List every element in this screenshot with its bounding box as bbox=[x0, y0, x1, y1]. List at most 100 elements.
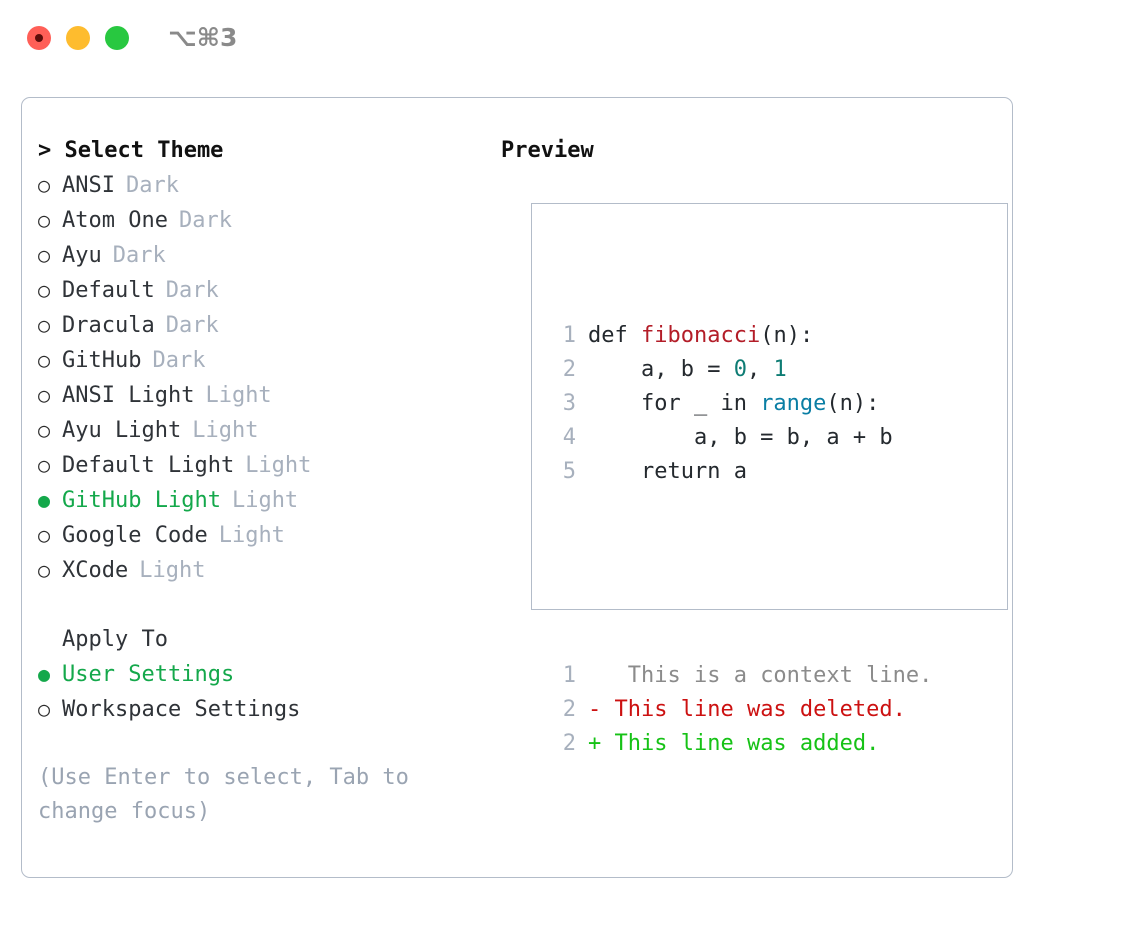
radio-unselected-icon[interactable]: ○ bbox=[38, 418, 51, 442]
preview-column: Preview 1 def fibonacci(n): 2 a, b = 0, 1 3… bbox=[501, 134, 1008, 756]
apply-to-item-workspace-settings[interactable]: ○ Workspace Settings bbox=[38, 692, 488, 727]
code-line: 4 a, b = b, a + b bbox=[548, 421, 932, 455]
code-line-number: 1 bbox=[562, 323, 576, 348]
code-line-number: 5 bbox=[562, 459, 576, 484]
apply-to-item-user-settings[interactable]: ●User Settings bbox=[38, 657, 488, 692]
code-line-content: def fibonacci(n): bbox=[588, 319, 813, 353]
theme-item-xcode[interactable]: ○ XCode Light bbox=[38, 553, 488, 588]
code-token-plain: , bbox=[746, 357, 774, 382]
diff-line-text: This is a context line. bbox=[601, 663, 933, 688]
diff-sign: - bbox=[588, 697, 602, 722]
radio-unselected-icon[interactable]: ○ bbox=[38, 558, 51, 582]
theme-item-github[interactable]: ○ GitHub Dark bbox=[38, 343, 488, 378]
code-token-plain: return a bbox=[588, 459, 747, 484]
radio-unselected-icon[interactable]: ○ bbox=[38, 523, 51, 547]
traffic-lights bbox=[27, 26, 129, 50]
diff-sign: + bbox=[588, 731, 602, 756]
diff-line-ctx: 1 This is a context line. bbox=[548, 659, 933, 693]
theme-item-default[interactable]: ○ Default Dark bbox=[38, 273, 488, 308]
preview-heading: Preview bbox=[501, 138, 594, 163]
apply-to-heading-label: Apply To bbox=[62, 627, 168, 652]
maximize-button[interactable] bbox=[105, 26, 129, 50]
apply-to-item-label: Workspace Settings bbox=[62, 697, 301, 722]
theme-item-label: Default bbox=[62, 278, 155, 303]
theme-item-label: XCode bbox=[62, 558, 129, 583]
code-token-plain: for _ in bbox=[588, 391, 761, 416]
select-theme-heading: > Select Theme bbox=[38, 138, 224, 163]
theme-item-label: Ayu bbox=[62, 243, 102, 268]
keyboard-hint-text: (Use Enter to select, Tab to change focu… bbox=[38, 765, 409, 824]
theme-variant-badge: Dark bbox=[125, 173, 179, 198]
code-line-content: a, b = 0, 1 bbox=[588, 353, 787, 387]
diff-line-number: 2 bbox=[562, 697, 576, 722]
radio-selected-icon[interactable]: ● bbox=[38, 488, 51, 512]
theme-variant-badge: Dark bbox=[178, 208, 232, 233]
theme-variant-badge: Dark bbox=[152, 348, 206, 373]
code-token-num: 1 bbox=[773, 357, 787, 382]
code-diff-separator bbox=[548, 557, 932, 591]
theme-item-label: Atom One bbox=[62, 208, 168, 233]
radio-unselected-icon[interactable]: ○ bbox=[38, 313, 51, 337]
theme-item-label: ANSI Light bbox=[62, 383, 195, 408]
radio-unselected-icon[interactable]: ○ bbox=[38, 453, 51, 477]
radio-unselected-icon[interactable]: ○ bbox=[38, 243, 51, 267]
diff-sample: 1 This is a context line.2- This line wa… bbox=[548, 659, 933, 761]
theme-item-label: ANSI bbox=[62, 173, 115, 198]
theme-variant-badge: Dark bbox=[165, 313, 219, 338]
theme-variant-badge: Light bbox=[192, 418, 259, 443]
diff-sign bbox=[588, 659, 601, 693]
theme-variant-badge: Light bbox=[139, 558, 206, 583]
radio-unselected-icon[interactable]: ○ bbox=[38, 173, 51, 197]
code-token-num: 0 bbox=[733, 357, 747, 382]
theme-item-label: Google Code bbox=[62, 523, 208, 548]
radio-unselected-icon[interactable]: ○ bbox=[38, 697, 51, 721]
theme-variant-badge: Light bbox=[245, 453, 312, 478]
theme-variant-badge: Dark bbox=[112, 243, 166, 268]
diff-line-number: 2 bbox=[562, 731, 576, 756]
keyboard-shortcut-label: ⌥⌘3 bbox=[168, 23, 238, 52]
apply-to-heading-spacer: ○ bbox=[38, 622, 62, 656]
minimize-button[interactable] bbox=[66, 26, 90, 50]
radio-unselected-icon[interactable]: ○ bbox=[38, 208, 51, 232]
theme-item-ansi[interactable]: ○ ANSI Dark bbox=[38, 168, 488, 203]
theme-item-ayu[interactable]: ○ Ayu Dark bbox=[38, 238, 488, 273]
code-token-call: range bbox=[760, 391, 827, 416]
radio-unselected-icon[interactable]: ○ bbox=[38, 383, 51, 407]
diff-line-text: This line was added. bbox=[601, 731, 880, 756]
radio-unselected-icon[interactable]: ○ bbox=[38, 278, 51, 302]
diff-line-number: 1 bbox=[562, 663, 576, 688]
theme-item-ayu-light[interactable]: ○ Ayu Light Light bbox=[38, 413, 488, 448]
theme-item-label: Default Light bbox=[62, 453, 235, 478]
code-token-plain: a, b = b, a + b bbox=[588, 425, 893, 450]
apply-to-list[interactable]: ●User Settings ○ Workspace Settings bbox=[38, 657, 488, 727]
theme-variant-badge: Dark bbox=[165, 278, 219, 303]
theme-variant-badge: Light bbox=[231, 488, 299, 513]
theme-item-label: GitHub bbox=[62, 348, 142, 373]
theme-item-default-light[interactable]: ○ Default Light Light bbox=[38, 448, 488, 483]
diff-line-add: 2 + This line was added. bbox=[548, 727, 932, 761]
radio-selected-icon[interactable]: ● bbox=[38, 662, 51, 686]
radio-unselected-icon[interactable]: ○ bbox=[38, 348, 51, 372]
code-line: 5 return a bbox=[548, 455, 932, 489]
close-button[interactable] bbox=[27, 26, 51, 50]
code-token-plain: (n): bbox=[826, 391, 880, 416]
code-token-plain: a, b = bbox=[588, 357, 734, 382]
code-line-content: return a bbox=[588, 455, 747, 489]
apply-to-heading: ○ Apply To bbox=[38, 622, 488, 657]
code-token-plain: (n): bbox=[760, 323, 814, 348]
theme-item-atom-one[interactable]: ○ Atom One Dark bbox=[38, 203, 488, 238]
theme-item-label: Ayu Light bbox=[62, 418, 182, 443]
code-line-number: 3 bbox=[562, 391, 576, 416]
diff-line-del: 2- This line was deleted. bbox=[548, 693, 932, 727]
preview-code: 1 def fibonacci(n): 2 a, b = 0, 1 3 for _ i… bbox=[548, 251, 933, 829]
code-line-content: a, b = b, a + b bbox=[588, 421, 893, 455]
code-token-plain: def bbox=[588, 323, 641, 348]
